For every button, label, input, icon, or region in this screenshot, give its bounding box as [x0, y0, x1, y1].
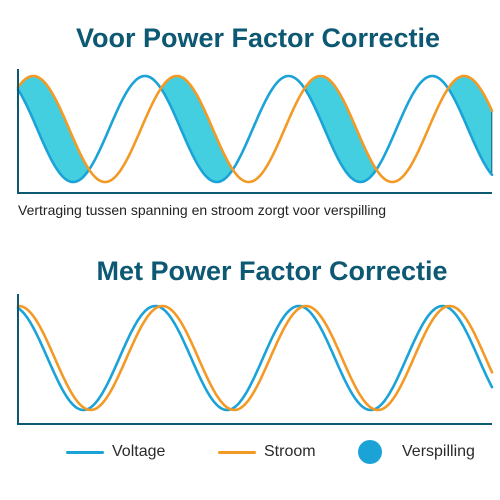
legend-item-current: Stroom [218, 438, 316, 466]
legend-item-waste: Verspilling [358, 438, 475, 466]
top-chart-axis [17, 69, 492, 194]
waste-regions [17, 75, 493, 183]
legend-label-voltage: Voltage [112, 443, 166, 460]
legend: Voltage Stroom Verspilling [0, 438, 500, 466]
voltage-wave [16, 304, 494, 412]
current-wave [16, 304, 494, 412]
waste-region [447, 75, 493, 176]
waste-dot-swatch [358, 440, 382, 464]
top-panel-title: Voor Power Factor Correctie [75, 23, 441, 53]
waste-region [304, 75, 377, 183]
bottom-waveform-chart [16, 294, 494, 425]
legend-label-waste: Verspilling [402, 443, 475, 460]
legend-label-current: Stroom [264, 443, 316, 460]
bottom-chart-axis [17, 294, 492, 425]
voltage-wave [16, 74, 494, 184]
current-line-swatch [218, 450, 256, 454]
bottom-panel-title: Met Power Factor Correctie [96, 256, 448, 286]
legend-item-voltage: Voltage [66, 438, 165, 466]
voltage-line-swatch [66, 450, 104, 454]
current-wave [16, 74, 494, 184]
waste-region [160, 75, 233, 183]
top-panel-caption: Vertraging tussen spanning en stroom zor… [18, 202, 387, 218]
top-waveform-chart [16, 69, 494, 194]
top-waveforms [16, 74, 494, 184]
bottom-waveforms [16, 304, 494, 412]
